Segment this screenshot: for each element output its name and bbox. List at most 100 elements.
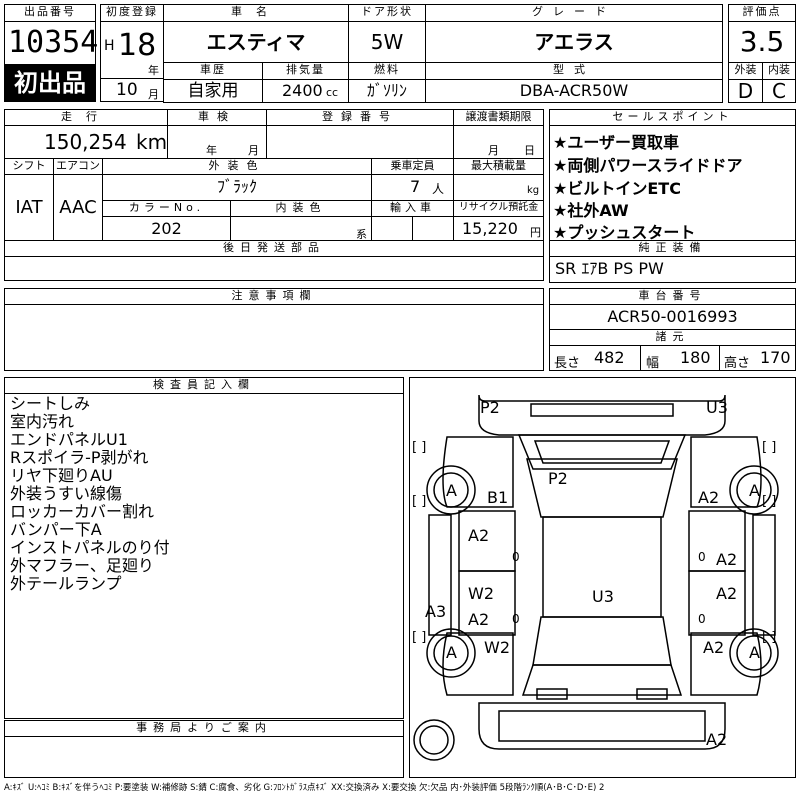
mark-a-front-right-wheel: A: [749, 481, 760, 500]
notes-cell: [4, 304, 544, 371]
rear-window: [532, 616, 672, 666]
inspection-month-unit: 月: [248, 144, 259, 157]
inspector-note-3: エンドパネルU1: [10, 430, 128, 449]
height: 170: [760, 348, 791, 367]
inspector-notes-label: 検査員記入欄: [4, 377, 404, 394]
inspector-note-10: 外マフラー、足廻り: [10, 556, 154, 575]
score-label: 評価点: [728, 4, 796, 22]
bracket-left-2: [ ]: [412, 494, 427, 509]
rear-plate-left: [536, 688, 568, 700]
color-number: 202: [151, 219, 182, 238]
windshield: [526, 458, 678, 518]
displacement-label: 排気量: [262, 62, 349, 80]
sales-points-label: セールスポイント: [549, 109, 796, 126]
registration-year: 18: [118, 28, 157, 63]
sales-point-3: ★ビルトインETC: [553, 179, 681, 198]
width: 180: [680, 348, 711, 367]
mark-u3-front: U3: [706, 398, 728, 417]
inspection-year-unit: 年: [206, 144, 217, 157]
rear-bumper-inner: [498, 710, 706, 742]
mark-a2-right-rear-door: A2: [716, 584, 738, 603]
mark-zero-4: 0: [698, 612, 706, 626]
car-diagram: [413, 394, 779, 761]
sales-point-2: ★両側パワースライドドア: [553, 156, 743, 175]
sales-point-1: ★ユーザー買取車: [553, 133, 680, 152]
exterior-color: ﾌﾞﾗｯｸ: [216, 177, 257, 196]
left-rear-door: [458, 570, 516, 636]
bracket-left-1: [ ]: [412, 440, 427, 455]
exterior-color-label: 外装色: [102, 158, 372, 175]
displacement-unit: cc: [326, 86, 339, 99]
chassis-number-label: 車台番号: [549, 288, 796, 305]
hood-shape: [517, 434, 687, 470]
inspector-note-4: Rスポイラ-P剥がれ: [10, 448, 149, 467]
mark-a-front-left-wheel: A: [446, 481, 457, 500]
inspection-label: 車検: [167, 109, 267, 126]
mileage-label: 走行: [4, 109, 168, 126]
aircon: AAC: [59, 197, 97, 218]
right-rear-door: [688, 570, 746, 636]
lot-number: 10354: [8, 25, 99, 60]
mark-a2-rear: A2: [706, 730, 728, 749]
registration-number-cell: [266, 125, 454, 159]
inspector-note-5: リヤ下廻りAU: [10, 466, 113, 485]
sales-point-4: ★社外AW: [553, 201, 629, 220]
office-notice-label: 事務局よりご案内: [4, 720, 404, 737]
transfer-deadline-label: 譲渡書類期限: [453, 109, 544, 126]
first-listing-text: 初出品: [14, 69, 86, 97]
car-name-label: 車名: [163, 4, 349, 22]
aircon-label: エアコン: [53, 158, 103, 175]
mark-p2-roof: P2: [548, 469, 568, 488]
era-prefix: H: [104, 38, 115, 54]
inspector-note-11: 外テールランプ: [10, 574, 122, 593]
mark-zero-3: 0: [512, 612, 520, 626]
fuel-label: 燃料: [348, 62, 426, 80]
genuine-equipment-label: 純正装備: [549, 240, 796, 257]
grade-label: グレード: [425, 4, 723, 22]
notes-label: 注意事項欄: [4, 288, 544, 305]
right-front-wheel-inner: [736, 472, 772, 508]
import-cell-a: [371, 216, 413, 241]
transfer-month-unit: 月: [488, 144, 499, 157]
front-bumper-shape: [478, 394, 726, 436]
car-diagram-panel: [409, 377, 796, 778]
length: 482: [594, 348, 625, 367]
first-listing-badge: [4, 64, 96, 102]
mark-zero-1: 0: [512, 550, 520, 564]
exterior-grade-label: 外装: [728, 62, 763, 80]
hood-inner: [533, 440, 671, 464]
mark-u3-floor: U3: [592, 587, 614, 606]
spare-tire-inner: [419, 725, 449, 755]
year-unit: 年: [148, 64, 159, 77]
capacity-label: 乗車定員: [371, 158, 454, 175]
fuel: ｶﾞｿﾘﾝ: [366, 81, 407, 100]
interior-color-cell: [230, 216, 372, 241]
mark-a2-rear-right: A2: [703, 638, 725, 657]
recycle-amount: 15,220: [462, 219, 518, 238]
mark-zero-2: 0: [698, 550, 706, 564]
sales-point-5: ★プッシュスタート: [553, 223, 696, 242]
mark-w2-left-rear-door: W2: [468, 584, 494, 603]
model: DBA-ACR50W: [519, 81, 629, 100]
interior-grade-cell: [762, 79, 796, 103]
capacity: 7: [410, 177, 421, 196]
color-number-label: カラーNo.: [102, 200, 231, 217]
mark-a2-front-right: A2: [698, 488, 720, 507]
spare-tire: [413, 719, 455, 761]
left-front-fender: [442, 436, 514, 508]
left-rocker: [428, 514, 452, 636]
later-parts-cell: [4, 256, 544, 281]
interior-grade: C: [772, 79, 786, 103]
bracket-right-3: [ ]: [762, 630, 777, 645]
inspector-note-7: ロッカーカバー割れ: [10, 502, 155, 521]
transfer-day-unit: 日: [524, 144, 535, 157]
max-load-unit: kg: [527, 185, 540, 196]
mileage-unit: km: [136, 130, 168, 154]
mark-a-rear-right-wheel: A: [749, 643, 760, 662]
mark-p2-front: P2: [480, 398, 500, 417]
mark-a3-left-rocker: A3: [425, 602, 447, 621]
later-parts-label: 後日発送部品: [4, 240, 544, 257]
tailgate: [521, 664, 683, 696]
model-cell: [425, 79, 723, 103]
right-rear-wheel-inner: [736, 635, 772, 671]
